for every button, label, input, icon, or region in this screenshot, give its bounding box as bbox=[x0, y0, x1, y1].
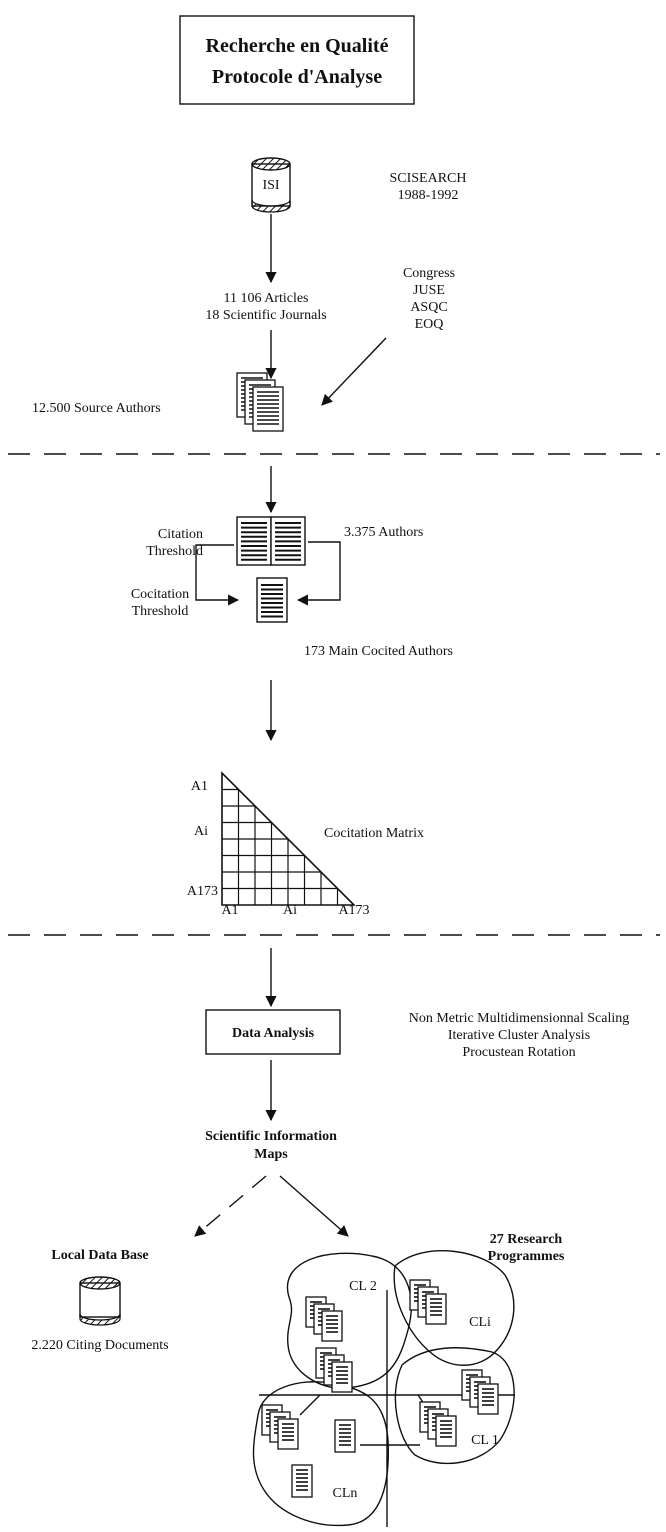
data-analysis-box: Data Analysis bbox=[205, 1009, 341, 1055]
matrix-row-label-2: Ai bbox=[194, 824, 208, 839]
cli-lower-stack-page-3 bbox=[477, 1383, 499, 1415]
congress-item-1: Congress bbox=[403, 266, 455, 281]
dashed-arrow-to-local-db bbox=[194, 1175, 267, 1237]
congress-item-2: JUSE bbox=[413, 283, 445, 298]
citation-threshold-line-2: Threshold bbox=[146, 544, 203, 559]
cli-stack-page-3 bbox=[425, 1293, 447, 1325]
cluster-label-cl2: CL 2 bbox=[349, 1279, 377, 1294]
research-line-1: 27 Research bbox=[490, 1232, 563, 1247]
citation-threshold-line-1: Citation bbox=[158, 527, 203, 542]
cocitation-matrix bbox=[221, 771, 356, 906]
cluster-cl1-outline bbox=[394, 1347, 515, 1465]
cocitation-threshold-line-2: Threshold bbox=[132, 604, 189, 619]
source-doc-page-3 bbox=[252, 386, 284, 432]
authors-count: 3.375 Authors bbox=[344, 525, 423, 540]
document-icon bbox=[256, 577, 288, 623]
maps-line-2: Maps bbox=[254, 1147, 288, 1162]
arrow-congress-to-authors bbox=[321, 337, 387, 406]
isi-label: ISI bbox=[262, 178, 279, 193]
matrix-col-label-3: A173 bbox=[338, 903, 369, 918]
matrix-col-label-2: Ai bbox=[283, 903, 297, 918]
cluster-label-cli: CLi bbox=[469, 1315, 491, 1330]
journals-count: 18 Scientific Journals bbox=[205, 308, 326, 323]
congress-item-3: ASQC bbox=[410, 300, 447, 315]
matrix-row-label-3: A173 bbox=[187, 884, 218, 899]
cluster-label-cl1: CL 1 bbox=[471, 1433, 499, 1448]
cl2-stack-top-page-3 bbox=[321, 1310, 343, 1342]
source-name: SCISEARCH bbox=[389, 171, 466, 186]
analysis-method-2: Iterative Cluster Analysis bbox=[448, 1028, 590, 1043]
analysis-method-1: Non Metric Multidimensionnal Scaling bbox=[409, 1011, 629, 1026]
cln-doc-2 bbox=[291, 1464, 313, 1498]
cln-doc-1 bbox=[334, 1419, 356, 1453]
local-db-caption: 2.220 Citing Documents bbox=[31, 1338, 168, 1353]
matrix-label: Cocitation Matrix bbox=[324, 826, 424, 841]
matrix-row-label-1: A1 bbox=[191, 779, 208, 794]
source-authors: 12.500 Source Authors bbox=[32, 401, 161, 416]
maps-line-1: Scientific Information bbox=[205, 1129, 337, 1144]
cl1-stack-page-3 bbox=[435, 1415, 457, 1447]
document-stack-icon bbox=[236, 372, 284, 432]
cluster-label-cln: CLn bbox=[333, 1486, 358, 1501]
cocitation-threshold-line-1: Cocitation bbox=[131, 587, 189, 602]
cluster-cl2-outline bbox=[286, 1252, 412, 1389]
analysis-method-3: Procustean Rotation bbox=[462, 1045, 575, 1060]
book-icon bbox=[236, 516, 306, 566]
title-line-2: Protocole d'Analyse bbox=[212, 66, 382, 88]
data-analysis-label: Data Analysis bbox=[232, 1026, 315, 1041]
cluster-cli-outline bbox=[393, 1250, 515, 1366]
articles-count: 11 106 Articles bbox=[223, 291, 308, 306]
cl2-stack-bottom-page-3 bbox=[331, 1361, 353, 1393]
title-box: Recherche en Qualité Protocole d'Analyse bbox=[179, 15, 415, 105]
isi-database-icon: ISI bbox=[251, 157, 291, 213]
title-line-1: Recherche en Qualité bbox=[206, 35, 389, 57]
main-cocited-authors: 173 Main Cocited Authors bbox=[304, 644, 453, 659]
local-db-title: Local Data Base bbox=[51, 1248, 148, 1263]
link-line-1 bbox=[299, 1394, 321, 1416]
citation-loop-arrow bbox=[195, 544, 240, 606]
research-line-2: Programmes bbox=[488, 1249, 565, 1264]
cluster-document-icons bbox=[261, 1279, 499, 1498]
local-database-icon bbox=[79, 1276, 121, 1326]
matrix-col-label-1: A1 bbox=[221, 903, 238, 918]
cln-stack-page-3 bbox=[277, 1418, 299, 1450]
source-years: 1988-1992 bbox=[398, 188, 459, 203]
arrow-to-research-programmes bbox=[279, 1175, 349, 1237]
congress-item-4: EOQ bbox=[415, 317, 444, 332]
authors-loop-arrow bbox=[296, 541, 341, 606]
cluster-cln-outline bbox=[252, 1381, 390, 1527]
